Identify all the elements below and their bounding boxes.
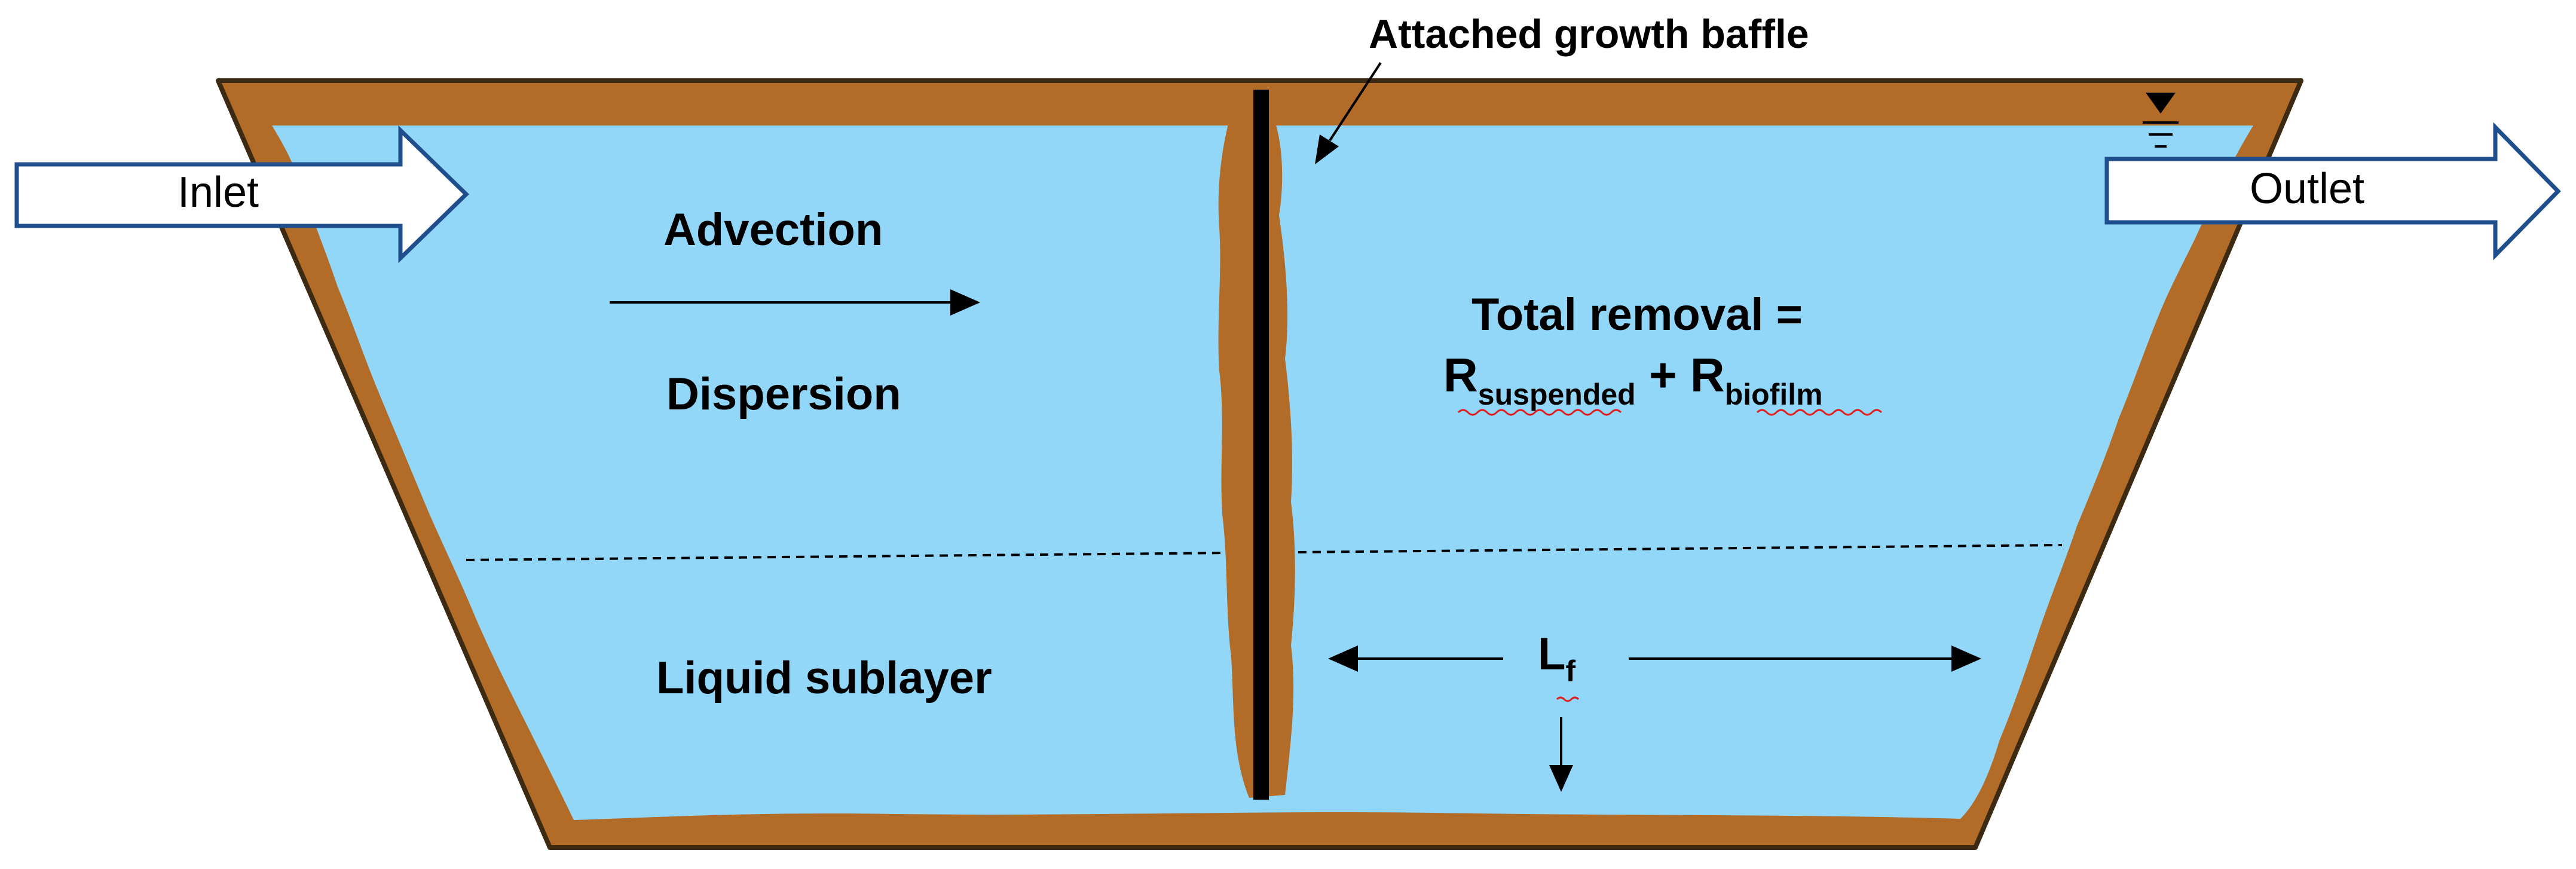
r-suspended-subscript: suspended: [1478, 378, 1636, 411]
lf-symbol: L: [1538, 629, 1565, 680]
plus-sign: +: [1636, 348, 1690, 402]
sublayer-boundary-line: [466, 544, 2063, 561]
spellcheck-underline-suspended: [1457, 409, 1622, 416]
lf-label: Lf: [1538, 629, 1575, 688]
baffle-plate: [1253, 90, 1269, 800]
water-surface-level-icon: [2143, 93, 2179, 148]
spellcheck-underline-lf: [1556, 696, 1580, 702]
lf-dimension-arrows: [1328, 645, 1981, 672]
removal-equation: Rsuspended + Rbiofilm: [1443, 348, 1823, 411]
outlet-label: Outlet: [2250, 165, 2364, 213]
advection-label: Advection: [663, 204, 883, 255]
baffle-label: Attached growth baffle: [1369, 11, 1809, 57]
inlet-arrow: Inlet: [14, 125, 470, 264]
outlet-arrow: Outlet: [2104, 122, 2561, 261]
r-biofilm-subscript: biofilm: [1725, 378, 1823, 411]
baffle-leader-arrow: [1315, 62, 1382, 164]
dispersion-label: Dispersion: [666, 369, 901, 420]
lf-down-arrow: [1549, 717, 1573, 792]
r-suspended-symbol: R: [1443, 348, 1478, 402]
r-biofilm-symbol: R: [1690, 348, 1725, 402]
spellcheck-underline-biofilm: [1756, 409, 1883, 416]
advection-flow-arrow: [610, 289, 980, 316]
inlet-label: Inlet: [178, 169, 259, 216]
liquid-sublayer-label: Liquid sublayer: [656, 653, 992, 703]
attached-growth-baffle: [1218, 90, 1295, 800]
total-removal-label: Total removal =: [1471, 289, 1803, 340]
lf-subscript: f: [1565, 654, 1575, 688]
